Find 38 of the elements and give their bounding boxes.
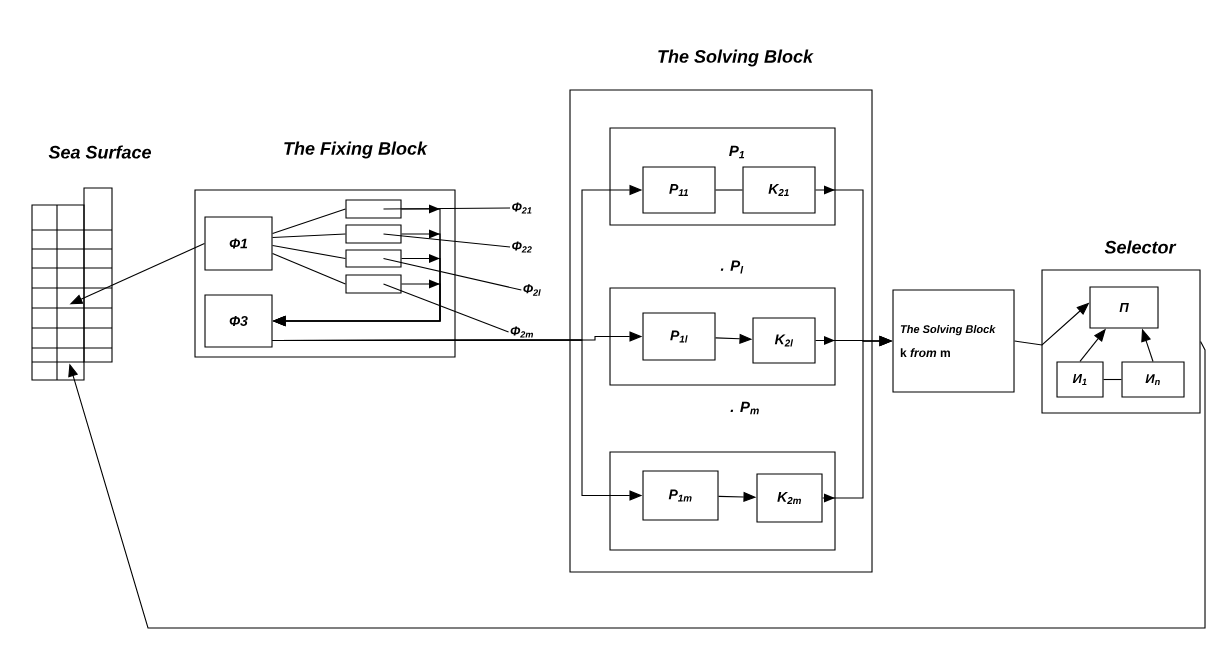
process-box bbox=[345, 249, 402, 268]
process-box bbox=[345, 199, 402, 219]
connector-line bbox=[382, 283, 510, 333]
signal-label: Ф$_{2m}$ bbox=[510, 326, 534, 338]
node-label: Selector bbox=[1104, 240, 1177, 254]
signal-label: Ф$_{2l}$ bbox=[523, 284, 541, 296]
node-label: . P$_{l}$ bbox=[720, 260, 744, 274]
connector-line bbox=[272, 252, 346, 285]
process-box: Ф1 bbox=[204, 216, 273, 271]
connector-line bbox=[1103, 378, 1122, 381]
process-box: K$_{2m}$ bbox=[756, 473, 823, 523]
connector-line bbox=[382, 207, 511, 210]
node-label: . P$_{m}$ bbox=[730, 401, 759, 415]
node-label: The Solving Block bbox=[658, 49, 814, 67]
signal-label: Ф$_{22}$ bbox=[512, 241, 532, 253]
process-box: P$_{11}$ bbox=[642, 166, 716, 214]
process-box: Ф3 bbox=[204, 294, 273, 348]
process-box: The Solving Block k from m bbox=[892, 289, 1015, 393]
process-box bbox=[345, 274, 402, 294]
process-box: P$_{1l}$ bbox=[642, 312, 716, 361]
sea-surface-grid: Sea Surface bbox=[31, 145, 151, 381]
process-box: K$_{2l}$ bbox=[752, 317, 816, 364]
process-box: И$_{1}$ bbox=[1056, 361, 1104, 398]
signal-label: Ф$_{21}$ bbox=[512, 202, 532, 214]
process-box bbox=[345, 224, 402, 244]
connector-line bbox=[715, 189, 743, 191]
node-label: The Fixing Block bbox=[284, 141, 428, 159]
connector-line bbox=[272, 208, 346, 235]
connector-line bbox=[382, 233, 511, 248]
connector-line bbox=[382, 257, 522, 291]
connector-line bbox=[272, 244, 346, 260]
process-box: K$_{21}$ bbox=[742, 166, 816, 214]
process-box: P$_{1m}$ bbox=[642, 470, 719, 521]
node-label: Sea Surface bbox=[48, 145, 152, 159]
process-box: И$_{n}$ bbox=[1121, 361, 1185, 398]
connector-line bbox=[272, 233, 346, 239]
arrow bbox=[68, 340, 1206, 629]
process-box: П bbox=[1089, 286, 1159, 329]
